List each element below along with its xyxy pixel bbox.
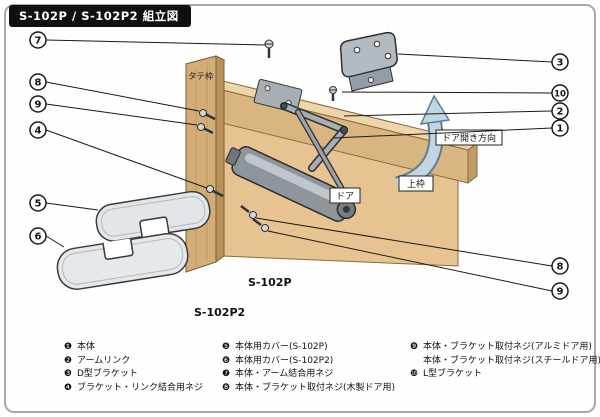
legend-column-3: ❾ 本体・ブラケット取付ネジ(アルミドア用) 本体・ブラケット取付ネジ(スチール…	[410, 341, 600, 395]
legend-item: ❾ 本体・ブラケット取付ネジ(アルミドア用)	[410, 341, 600, 355]
legend-item-number: ❸	[64, 369, 73, 379]
label-door-open-direction: ドア開き方向	[435, 129, 503, 146]
screw-9-right	[252, 218, 269, 232]
svg-text:2: 2	[557, 107, 564, 118]
model-label-s102p2: S-102P2	[194, 306, 245, 319]
callout-10: 10	[341, 84, 569, 102]
callout-circle	[29, 95, 47, 113]
svg-text:上枠: 上枠	[407, 178, 425, 190]
callout-circle	[551, 282, 569, 300]
legend-item: ❷ アームリンク	[64, 355, 214, 369]
svg-text:7: 7	[35, 36, 42, 47]
label-door: ドア	[329, 187, 361, 204]
cover-s102p	[95, 190, 211, 242]
callout-circle	[551, 119, 569, 137]
label-top-frame: 上枠	[398, 175, 434, 192]
page-title: S-102P / S-102P2 組立図	[9, 5, 191, 27]
legend-item-label: 本体・ブラケット取付ネジ(アルミドア用)	[423, 342, 592, 352]
svg-text:1: 1	[557, 124, 564, 135]
legend-item-number: ❷	[64, 355, 73, 366]
svg-text:9: 9	[35, 100, 42, 111]
callout-circle	[29, 121, 47, 139]
legend-item-label: アームリンク	[77, 355, 131, 366]
legend-item: ❿ L型ブラケット	[410, 368, 600, 382]
label-vertical-frame: タテ枠	[188, 71, 214, 82]
callout-circle	[29, 31, 47, 49]
callout-7: 7	[29, 31, 266, 49]
svg-text:8: 8	[557, 262, 564, 273]
screw-8-left	[199, 109, 216, 121]
callout-4: 4	[29, 121, 208, 189]
legend-item: ❹ ブラケット・リンク結合用ネジ	[64, 382, 214, 396]
screw-4	[206, 185, 224, 198]
legend-item: ❽ 本体・ブラケット取付ネジ(木製ドア用)	[222, 382, 402, 396]
screw-8-right	[240, 205, 257, 219]
callout-3: 3	[397, 53, 569, 71]
legend-item-label: 本体・アーム結合用ネジ	[235, 369, 334, 379]
svg-text:6: 6	[35, 232, 42, 243]
vertical-frame: タテ枠	[184, 55, 226, 273]
legend-item: ❼ 本体・アーム結合用ネジ	[222, 368, 402, 382]
legend-column-2: ❺ 本体用カバー(S-102P) ❻ 本体用カバー(S-102P2) ❼ 本体・…	[222, 341, 402, 395]
legend-item-label: 本体用カバー(S-102P2)	[235, 355, 334, 366]
legend-item-label: L型ブラケット	[423, 369, 483, 379]
legend-item-number: ❶	[64, 342, 73, 352]
d-bracket	[339, 31, 398, 92]
svg-text:9: 9	[557, 287, 564, 298]
screw-9-left	[197, 123, 214, 135]
assembly-diagram: タテ枠	[29, 31, 569, 319]
callout-circle	[551, 53, 569, 71]
legend-item-label: D型ブラケット	[77, 369, 138, 379]
legend-item: 本体・ブラケット取付ネジ(スチールドア用)	[410, 355, 600, 369]
model-label-s102p: S-102P	[248, 276, 292, 289]
svg-text:5: 5	[35, 199, 42, 210]
callout-circle	[29, 194, 47, 212]
legend-item: ❺ 本体用カバー(S-102P)	[222, 341, 402, 355]
legend-item-number	[410, 355, 423, 369]
legend-item: ❸ D型ブラケット	[64, 368, 214, 382]
svg-text:10: 10	[554, 90, 566, 100]
legend-item-label: ブラケット・リンク結合用ネジ	[77, 382, 204, 393]
legend-item-label: 本体・ブラケット取付ネジ(スチールドア用)	[423, 355, 600, 366]
cover-s102p2	[56, 232, 189, 290]
legend-item-label: 本体用カバー(S-102P)	[235, 342, 328, 352]
svg-text:ドア: ドア	[336, 192, 354, 202]
callout-9-right: 9	[267, 230, 569, 300]
legend-item-number: ❼	[222, 369, 231, 379]
legend-item-number: ❹	[64, 382, 73, 393]
callout-9-left: 9	[29, 95, 198, 126]
screw-7	[264, 39, 274, 58]
closer-body	[225, 146, 357, 222]
legend-item: ❶ 本体	[64, 341, 214, 355]
callout-circle	[29, 73, 47, 91]
callout-circle	[29, 227, 47, 245]
callout-circle	[551, 102, 569, 120]
callout-1: 1	[333, 119, 569, 139]
legend-item-number: ❿	[410, 369, 419, 379]
callout-2: 2	[343, 102, 569, 120]
callout-8-right: 8	[255, 217, 569, 275]
legend-item-number: ❽	[222, 382, 231, 393]
callout-6: 6	[29, 227, 65, 248]
svg-text:ドア開き方向: ドア開き方向	[442, 132, 496, 144]
callout-circle	[551, 84, 569, 102]
legend-item-number: ❾	[410, 342, 419, 352]
legend-item-number: ❺	[222, 342, 231, 352]
legend-item-label: 本体・ブラケット取付ネジ(木製ドア用)	[235, 382, 396, 393]
callout-5: 5	[29, 194, 99, 212]
legend-item-number: ❻	[222, 355, 231, 366]
svg-text:8: 8	[35, 78, 42, 89]
bracket-screw	[329, 86, 337, 101]
legend-column-1: ❶ 本体 ❷ アームリンク ❸ D型ブラケット ❹ ブラケット・リンク結合用ネジ	[64, 341, 214, 395]
svg-text:4: 4	[35, 126, 42, 137]
parts-legend: ❶ 本体 ❷ アームリンク ❸ D型ブラケット ❹ ブラケット・リンク結合用ネジ…	[64, 341, 600, 395]
legend-item-label: 本体	[77, 342, 96, 352]
callout-8-left: 8	[29, 73, 200, 112]
legend-item: ❻ 本体用カバー(S-102P2)	[222, 355, 402, 369]
callout-circle	[551, 257, 569, 275]
svg-text:3: 3	[557, 58, 564, 69]
